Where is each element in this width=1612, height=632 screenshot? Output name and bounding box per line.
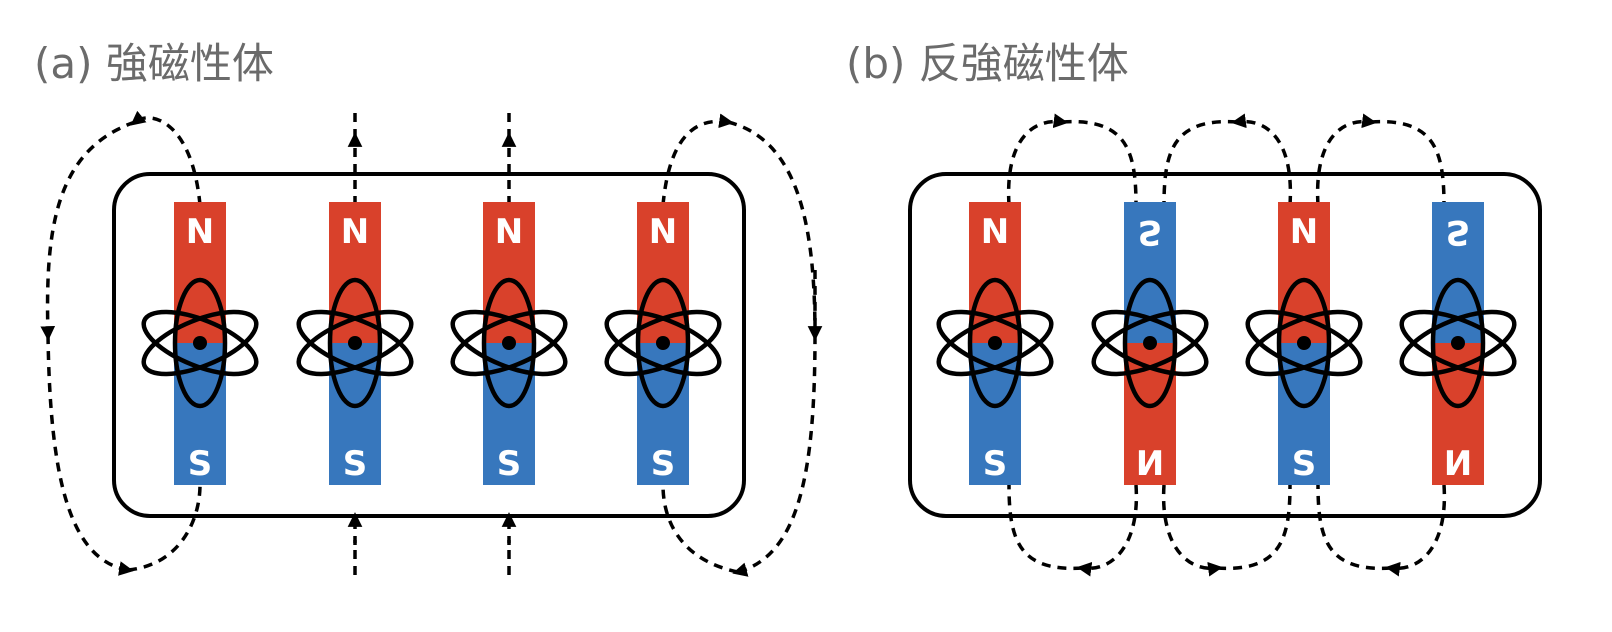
- atom-orbit: [1399, 309, 1517, 377]
- atom-nucleus: [988, 336, 1002, 350]
- atom-icon: [936, 277, 1054, 409]
- atom-nucleus: [1451, 336, 1465, 350]
- atom-icon: [1245, 277, 1363, 409]
- field-line-arc: [661, 113, 734, 206]
- pole-label-top: N: [341, 212, 369, 252]
- field-line-arc: [1007, 484, 1083, 571]
- atom-orbit: [141, 309, 259, 377]
- panel-a-title: (a) 強磁性体: [34, 39, 274, 88]
- atom-nucleus: [193, 336, 207, 350]
- atom-nucleus: [348, 336, 362, 350]
- atom-orbit: [1091, 309, 1209, 377]
- field-line-arc: [130, 110, 202, 206]
- pole-label-bottom: S: [983, 444, 1008, 484]
- atom-orbit: [1091, 309, 1209, 377]
- atom-icon: [450, 277, 568, 409]
- pole-label-top: S: [1446, 212, 1471, 252]
- pole-label-bottom: S: [497, 444, 522, 484]
- pole-label-top: N: [649, 212, 677, 252]
- atom-icon: [604, 277, 722, 409]
- field-lines-a: [40, 110, 823, 577]
- pole-label-top: N: [1290, 212, 1318, 252]
- atom-nucleus: [656, 336, 670, 350]
- atom-orbit: [296, 309, 414, 377]
- pole-label-top: N: [495, 212, 523, 252]
- bar-magnet: NS: [604, 202, 722, 485]
- bar-magnet: NS: [1245, 202, 1363, 485]
- material-frame-b: [908, 172, 1542, 518]
- field-line-arc: [1315, 113, 1377, 206]
- atom-orbit: [327, 277, 383, 409]
- field-line-arc: [1370, 119, 1446, 206]
- atom-orbit: [1430, 277, 1486, 409]
- panel-b-title: (b) 反強磁性体: [846, 39, 1129, 88]
- field-line-arc: [127, 484, 202, 572]
- atom-orbit: [936, 309, 1054, 377]
- field-line-arc: [1062, 119, 1138, 206]
- atom-icon: [1399, 277, 1517, 409]
- field-line-arc: [46, 334, 134, 576]
- field-line-arc: [40, 120, 136, 341]
- atom-icon: [1091, 277, 1209, 409]
- field-line-arc: [1006, 113, 1069, 206]
- field-line-arc: [1231, 113, 1293, 206]
- pole-label-top: S: [1138, 212, 1163, 252]
- atom-orbit: [141, 309, 259, 377]
- atom-orbit: [1245, 309, 1363, 377]
- atom-icon: [296, 277, 414, 409]
- atom-orbit: [936, 309, 1054, 377]
- field-line-arc: [661, 484, 739, 574]
- material-frame-a: [112, 172, 746, 518]
- bar-magnet: NS: [450, 202, 568, 485]
- atom-orbit: [604, 309, 722, 377]
- atom-orbit: [1399, 309, 1517, 377]
- pole-label-top: N: [186, 212, 214, 252]
- field-line-arc: [1216, 484, 1292, 571]
- atom-orbit: [1245, 309, 1363, 377]
- atom-nucleus: [502, 336, 516, 350]
- bar-magnet: SN: [1091, 202, 1209, 485]
- pole-label-bottom: S: [188, 444, 213, 484]
- pole-label-bottom: S: [343, 444, 368, 484]
- pole-label-top: N: [981, 212, 1009, 252]
- pole-label-bottom: S: [651, 444, 676, 484]
- pole-label-bottom: N: [1444, 444, 1472, 484]
- atom-orbit: [967, 277, 1023, 409]
- field-line-arc: [1316, 484, 1392, 571]
- field-line-arc: [1076, 484, 1139, 577]
- atom-icon: [141, 277, 259, 409]
- field-line-arc: [1161, 484, 1223, 577]
- field-line-arc: [1385, 484, 1447, 577]
- bar-magnet: SN: [1399, 202, 1517, 485]
- bar-magnet: NS: [296, 202, 414, 485]
- bar-magnet: NS: [936, 202, 1054, 485]
- field-line-arc: [732, 334, 817, 577]
- atom-nucleus: [1297, 336, 1311, 350]
- atom-orbit: [635, 277, 691, 409]
- atom-orbit: [604, 309, 722, 377]
- atom-orbit: [450, 309, 568, 377]
- atom-orbit: [1122, 277, 1178, 409]
- field-lines-b: [1006, 113, 1447, 577]
- pole-label-bottom: N: [1136, 444, 1164, 484]
- atom-nucleus: [1143, 336, 1157, 350]
- atom-orbit: [172, 277, 228, 409]
- atom-orbit: [296, 309, 414, 377]
- pole-label-bottom: S: [1292, 444, 1317, 484]
- atom-orbit: [450, 309, 568, 377]
- field-line-arc: [1162, 119, 1238, 206]
- field-line-arc: [727, 120, 817, 336]
- bar-magnet: NS: [141, 202, 259, 485]
- atom-orbit: [1276, 277, 1332, 409]
- atom-orbit: [481, 277, 537, 409]
